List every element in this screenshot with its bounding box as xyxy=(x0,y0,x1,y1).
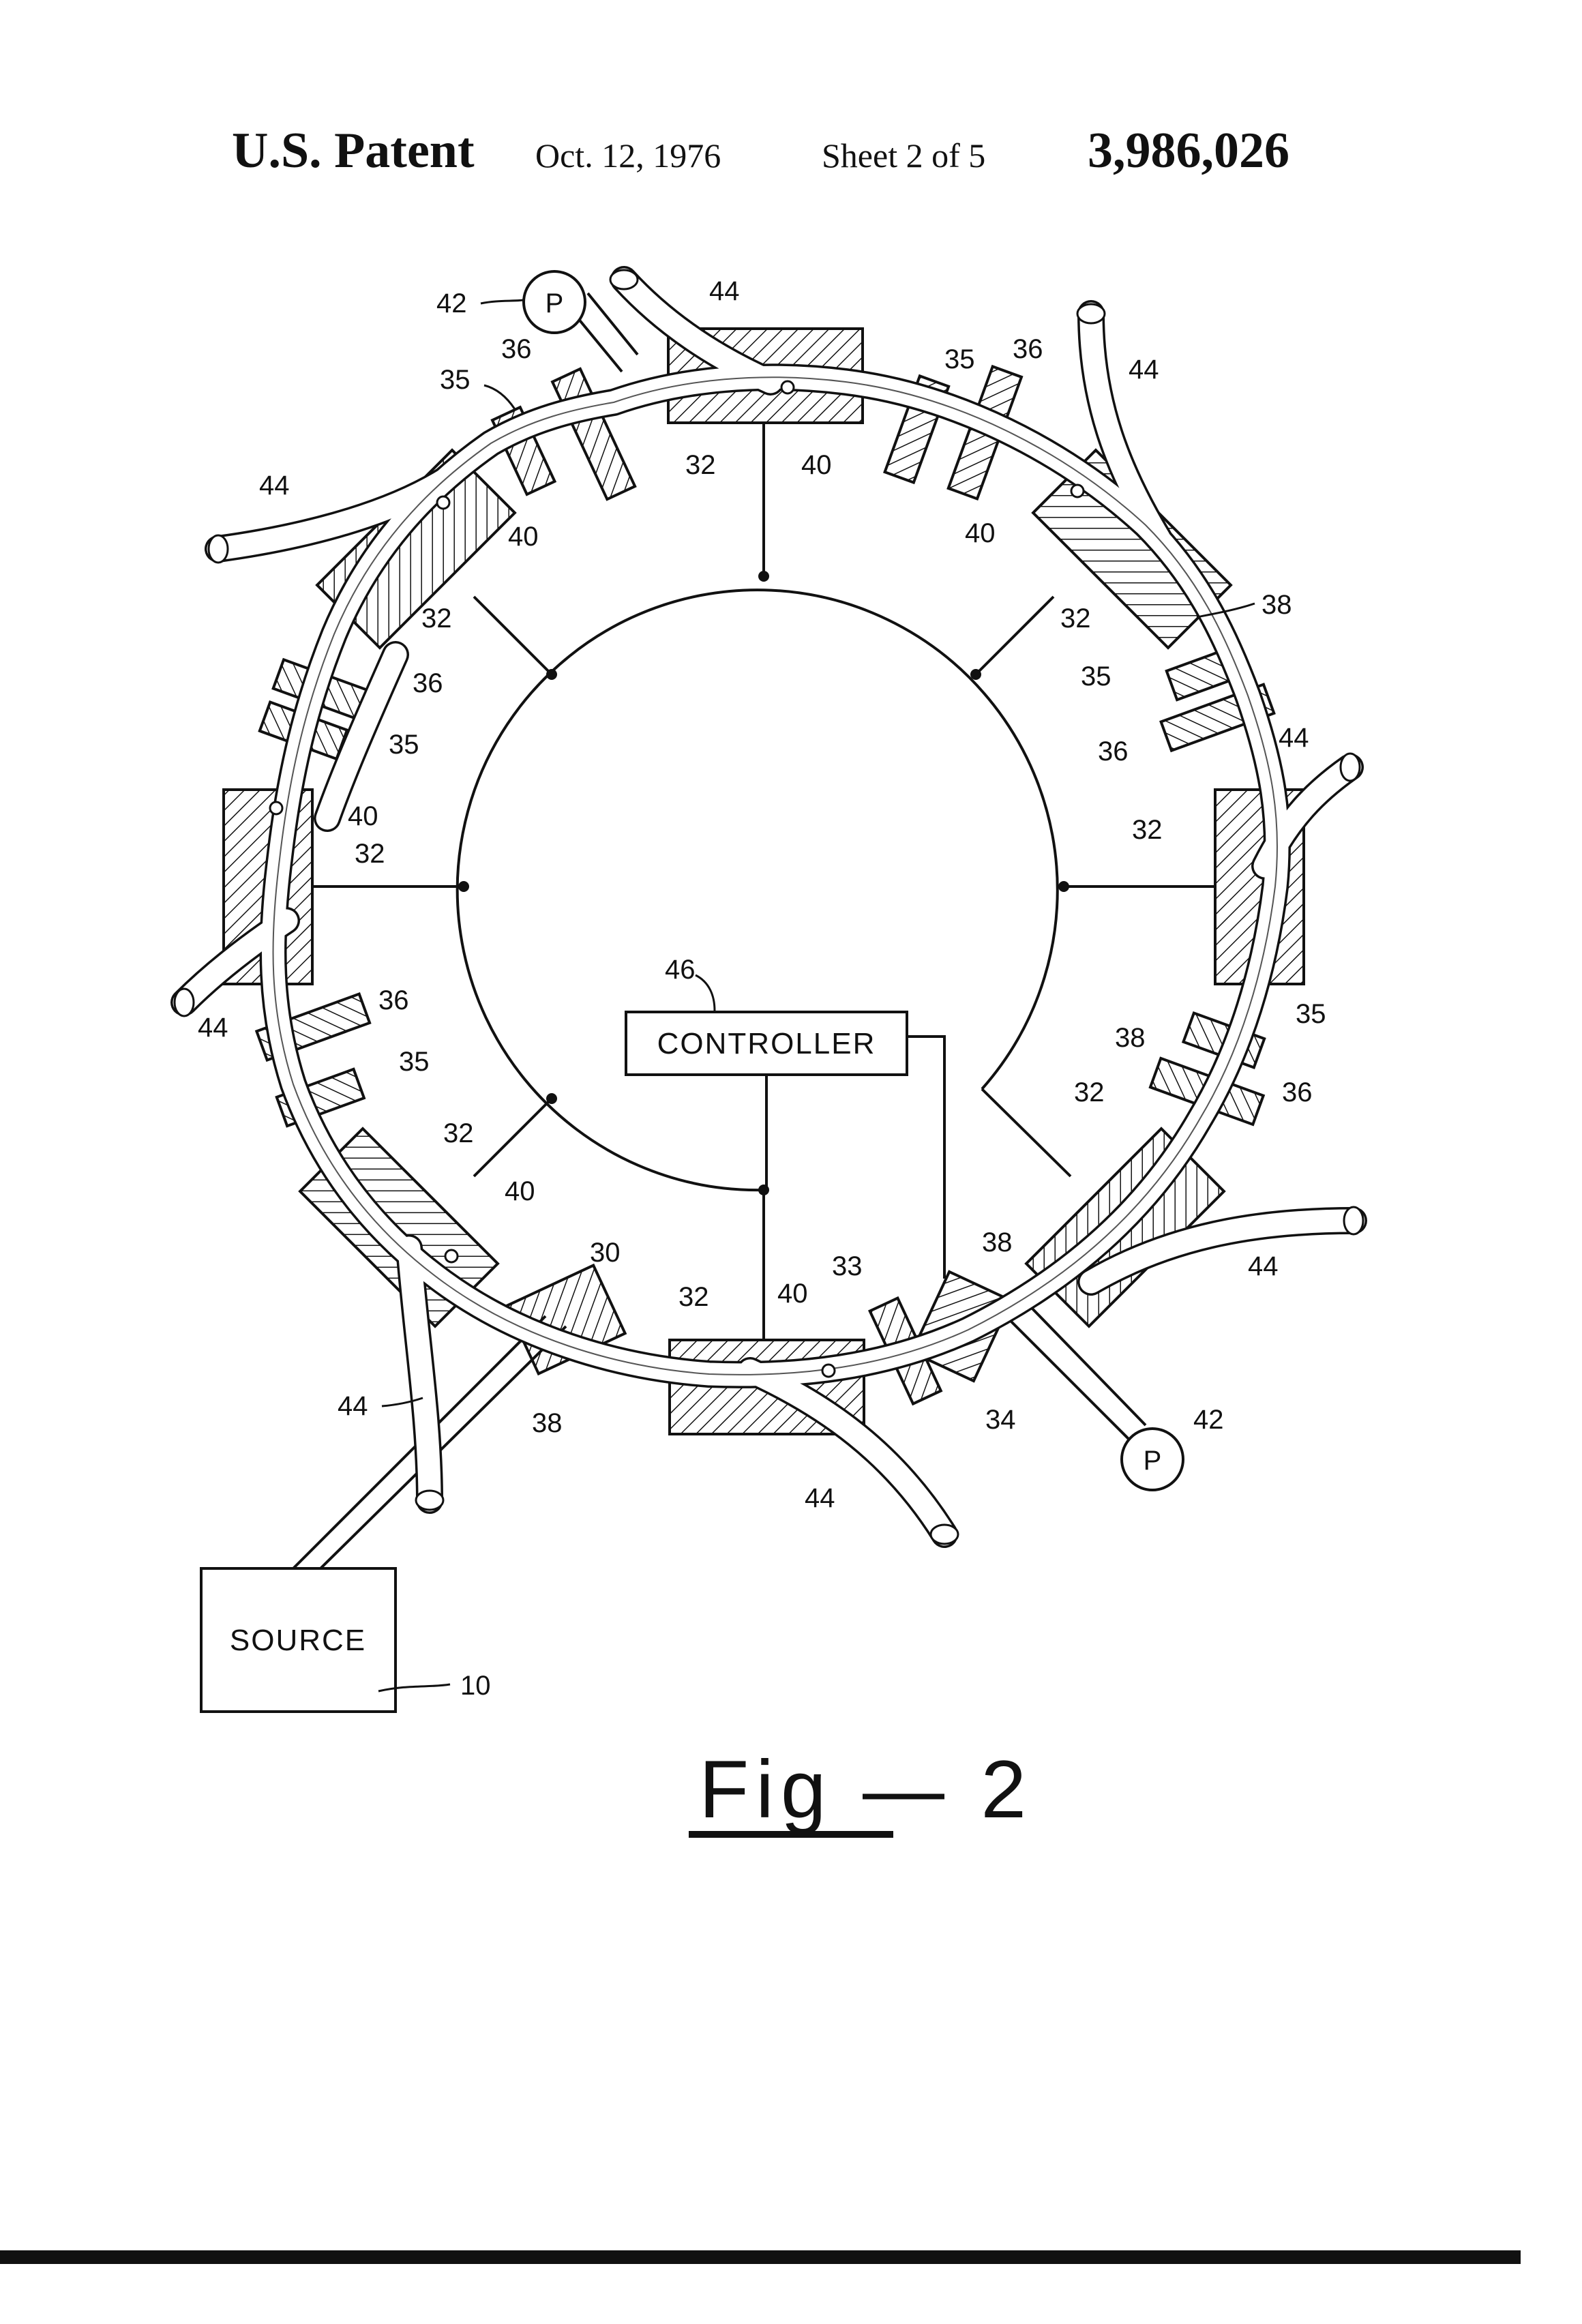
ref-40: 40 xyxy=(801,450,832,480)
source-10: SOURCE 10 xyxy=(201,1568,491,1712)
ref-44: 44 xyxy=(1129,355,1159,385)
ref-44: 44 xyxy=(259,471,290,501)
pump-symbol: P xyxy=(546,288,564,318)
ref-35: 35 xyxy=(389,730,419,760)
controller-wire xyxy=(907,1037,944,1279)
ref-40: 40 xyxy=(508,522,539,552)
ref-40: 40 xyxy=(965,518,996,548)
ref-46: 46 xyxy=(665,955,696,985)
reference-numerals: 42 44 36 35 32 40 35 36 44 44 40 40 32 3… xyxy=(198,276,1326,1513)
ref-32: 32 xyxy=(1060,604,1091,634)
ref-38: 38 xyxy=(1262,590,1292,620)
ref-40: 40 xyxy=(505,1176,535,1206)
sheet-number: Sheet 2 of 5 xyxy=(822,136,985,175)
ref-35: 35 xyxy=(1081,661,1111,691)
ref-44: 44 xyxy=(198,1013,228,1043)
source-label: SOURCE xyxy=(230,1624,366,1657)
ref-35: 35 xyxy=(1296,999,1326,1029)
ref-32: 32 xyxy=(685,450,716,480)
bottom-rule xyxy=(0,2250,1521,2264)
ref-44: 44 xyxy=(805,1483,835,1513)
ref-30: 30 xyxy=(590,1238,621,1268)
ref-40: 40 xyxy=(348,801,378,831)
figure-caption-text: Fig — 2 xyxy=(699,1744,1033,1835)
ref-40: 40 xyxy=(777,1279,808,1309)
ref-38: 38 xyxy=(532,1408,563,1438)
ref-44: 44 xyxy=(709,276,740,306)
ref-35: 35 xyxy=(399,1047,430,1077)
ref-32: 32 xyxy=(1132,815,1163,845)
ref-36: 36 xyxy=(1282,1077,1313,1107)
ref-38: 38 xyxy=(982,1227,1013,1257)
ref-33: 33 xyxy=(832,1251,863,1281)
ref-35: 35 xyxy=(944,344,975,374)
pump-lower-right: P xyxy=(1122,1429,1183,1490)
ref-44: 44 xyxy=(1248,1251,1279,1281)
patent-number: 3,986,026 xyxy=(1088,123,1289,179)
ref-32: 32 xyxy=(421,604,452,634)
ref-32: 32 xyxy=(443,1118,474,1148)
ref-44: 44 xyxy=(1279,723,1309,753)
ref-36: 36 xyxy=(413,668,443,698)
ref-42: 42 xyxy=(1193,1405,1224,1435)
ref-32: 32 xyxy=(678,1282,709,1312)
ref-35: 35 xyxy=(440,365,471,395)
ref-36: 36 xyxy=(501,334,532,364)
controller-label: CONTROLLER xyxy=(657,1027,876,1060)
patent-date: Oct. 12, 1976 xyxy=(535,136,721,175)
ref-32: 32 xyxy=(1074,1077,1105,1107)
figure-caption: Fig — 2 xyxy=(689,1744,1033,1835)
patent-header: U.S. Patent Oct. 12, 1976 Sheet 2 of 5 3… xyxy=(232,123,1289,179)
ref-42: 42 xyxy=(436,288,467,318)
ref-32: 32 xyxy=(355,839,385,869)
controller-46: CONTROLLER xyxy=(626,1012,944,1279)
ref-38: 38 xyxy=(1115,1023,1146,1053)
ref-10: 10 xyxy=(460,1671,491,1701)
ref-36: 36 xyxy=(378,985,409,1015)
pump-symbol: P xyxy=(1144,1446,1162,1476)
ref-34: 34 xyxy=(985,1405,1016,1435)
patent-title: U.S. Patent xyxy=(232,123,475,179)
ref-36: 36 xyxy=(1098,736,1129,766)
ref-44: 44 xyxy=(338,1391,368,1421)
ref-36: 36 xyxy=(1013,334,1043,364)
